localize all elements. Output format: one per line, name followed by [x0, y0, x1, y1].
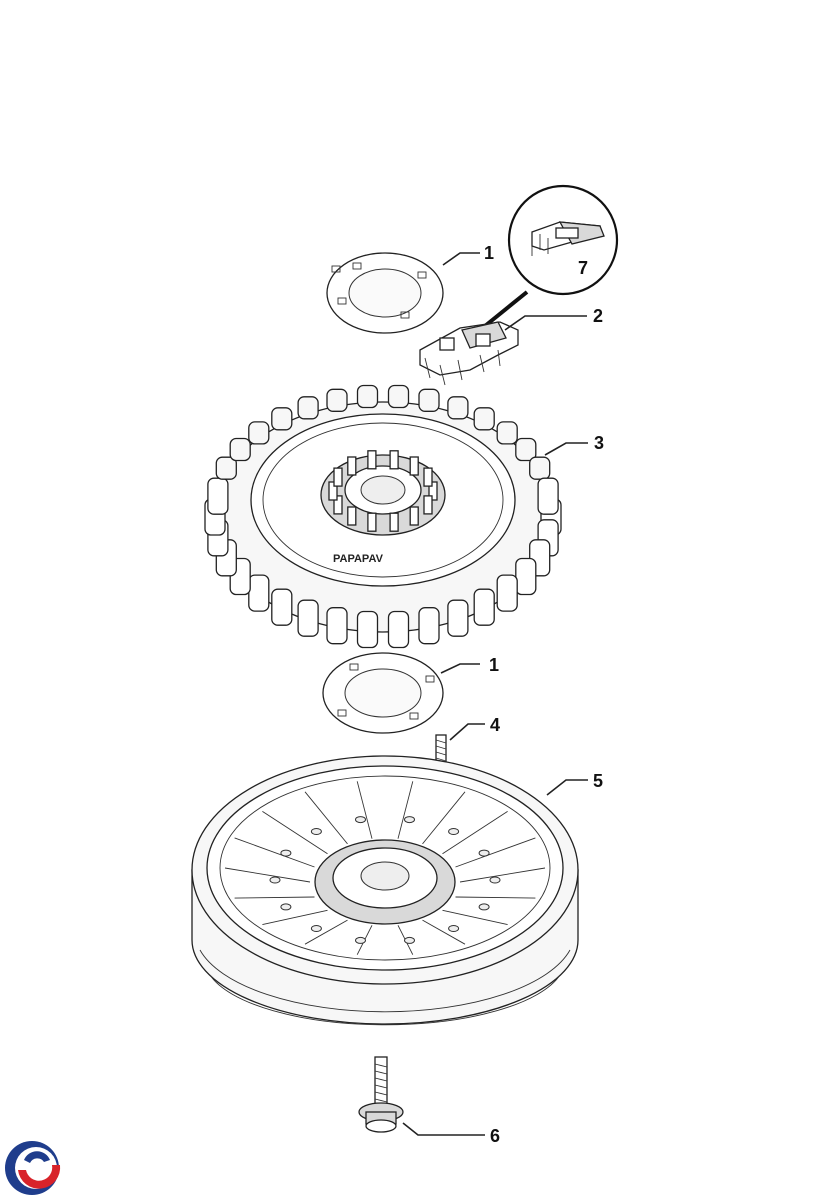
rotor-hole	[280, 849, 292, 857]
rotor-hole	[269, 876, 281, 884]
stator-hub-fin	[409, 506, 419, 526]
rotor-rib	[234, 837, 315, 868]
stator-tooth	[326, 388, 348, 412]
rotor-hole	[310, 925, 322, 932]
rotor-rib	[224, 867, 311, 883]
callout-6: 6	[490, 1126, 500, 1146]
part-6-bolt	[358, 1056, 404, 1133]
rotor-rib	[397, 781, 414, 839]
brand-logo-icon	[5, 1141, 61, 1195]
part-1-top-washer	[326, 252, 444, 334]
rotor-hole	[448, 925, 460, 932]
stator-tooth	[496, 574, 518, 612]
stator-tooth	[248, 574, 270, 612]
rotor-hole	[448, 828, 460, 835]
stator-tooth	[271, 588, 293, 626]
callout-1-bottom: 1	[489, 655, 499, 675]
stator-tooth	[229, 437, 251, 462]
stator-hub-fin	[333, 495, 343, 515]
stator-hub-fin	[389, 512, 399, 532]
stator-tooth	[515, 437, 537, 462]
stator-tooth	[297, 599, 319, 637]
callout-labels: 1 2 3 1 4 5 6 7	[484, 243, 604, 1146]
stator-tooth	[356, 384, 379, 409]
rotor-rib	[304, 919, 348, 945]
rotor-hole	[404, 936, 415, 944]
callout-5: 5	[593, 771, 603, 791]
rotor-rib	[262, 909, 328, 926]
stator-hub-fin	[347, 456, 357, 476]
rotor-hole	[355, 936, 366, 944]
rotor-hole	[355, 816, 366, 824]
stator-tooth	[447, 599, 469, 637]
stator-tooth	[473, 407, 495, 431]
callout-4: 4	[490, 715, 500, 735]
rotor-rib	[455, 896, 536, 899]
rotor-rib	[304, 791, 348, 845]
stator-hub-fin	[389, 450, 399, 470]
part-5-rotor	[191, 755, 579, 1026]
stator-tooth	[271, 407, 293, 431]
rotor-hole	[310, 828, 322, 835]
stator-hub-fin	[328, 481, 338, 501]
rotor-rib	[442, 909, 508, 926]
rotor-rib	[422, 919, 466, 945]
callout-7: 7	[578, 258, 588, 278]
rotor-rib	[356, 781, 373, 839]
stator-tooth	[529, 456, 551, 480]
stator-tooth	[326, 607, 348, 645]
stator-hub-fin	[367, 450, 377, 470]
rotor-rib	[262, 811, 328, 855]
rotor-rib	[422, 791, 466, 845]
rotor-rib	[442, 811, 508, 855]
stator-hub-fin	[409, 456, 419, 476]
stator-hub-fin	[347, 506, 357, 526]
stator-hub-fin	[333, 467, 343, 487]
stator-tooth	[447, 396, 469, 420]
callout-2: 2	[593, 306, 603, 326]
stator-tooth	[207, 477, 229, 515]
rotor-rib	[459, 867, 546, 883]
part-2-connector-clip	[419, 321, 519, 386]
stator-marking: PAPAPAV	[333, 553, 384, 565]
stator-tooth	[473, 588, 495, 626]
stator-tooth	[496, 421, 518, 445]
callout-1-top: 1	[484, 243, 494, 263]
stator-hub-fin	[367, 512, 377, 532]
stator-tooth	[297, 396, 319, 420]
rotor-hole	[404, 816, 415, 824]
stator-tooth	[215, 456, 237, 480]
part-3-stator: PAPAPAV	[204, 384, 562, 649]
stator-tooth	[356, 610, 379, 649]
stator-hub-fin	[423, 495, 433, 515]
stator-tooth	[387, 610, 410, 649]
rotor-hole	[280, 903, 292, 911]
stator-tooth	[248, 421, 270, 445]
part-1-bottom-washer	[322, 652, 444, 734]
callout-3: 3	[594, 433, 604, 453]
stator-tooth	[418, 388, 440, 412]
stator-tooth	[418, 607, 440, 645]
stator-tooth	[537, 477, 559, 515]
stator-tooth	[515, 557, 537, 596]
rotor-rib	[455, 837, 536, 868]
stator-hub-fin	[423, 467, 433, 487]
stator-tooth	[387, 384, 410, 409]
rotor-hole	[478, 849, 490, 857]
stator-hub-fin	[428, 481, 438, 501]
rotor-rib	[234, 896, 315, 899]
rotor-hole	[478, 903, 490, 911]
leader-lines	[402, 252, 588, 1136]
rotor-hole	[489, 876, 501, 884]
